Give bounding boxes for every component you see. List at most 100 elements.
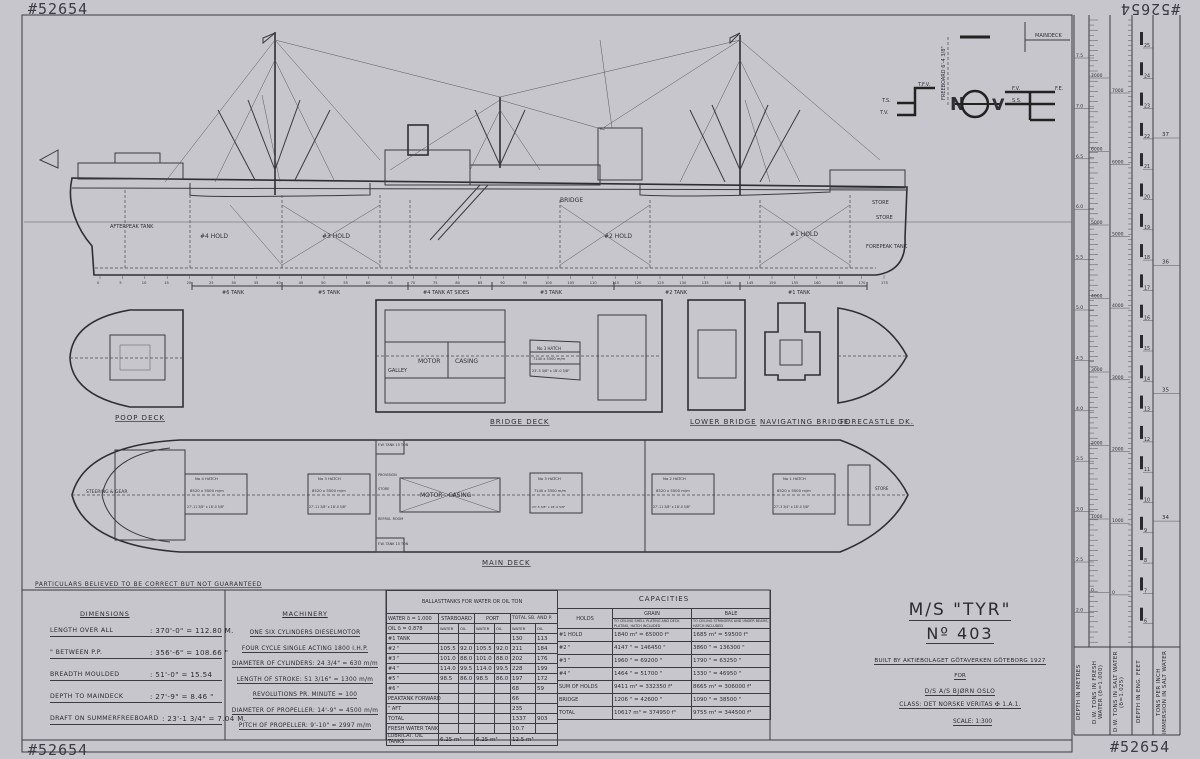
table-cell: 99.5: [458, 663, 475, 674]
drawing-number-bottom-left: #52654: [28, 741, 89, 759]
frame-number: 155: [791, 281, 798, 285]
table-cell: [494, 633, 511, 644]
table-cell: #2 ": [557, 641, 613, 655]
table-cell: OIL: [534, 623, 559, 634]
frame-number: 25: [209, 281, 214, 285]
dw_salt-tick-label: 7000: [1112, 88, 1124, 94]
table-cell: #1 HOLD: [557, 628, 613, 642]
frame-number: 90: [500, 281, 505, 285]
table-cell: FRESH WATER TANK: [386, 723, 439, 734]
table-cell: 105.5: [474, 643, 495, 654]
tfv-label: T.F.V.: [917, 82, 930, 88]
builder-line: BUILT BY AKTIEBOLAGET GÖTAVERKEN GÖTEBOR…: [850, 658, 1070, 665]
dimension-label: BREADTH MOULDED: [50, 671, 120, 678]
salt-dw-scale-label: D.W. TONS IN SALT WATER (δ=1.025): [1113, 651, 1125, 733]
table-cell: 1840 m³ = 65000 f³: [612, 628, 692, 642]
frame-number: 80: [455, 281, 460, 285]
frame-number: 140: [724, 281, 732, 285]
draft-scales: 7.57.06.56.05.55.04.54.03.53.02.52.07000…: [1073, 15, 1181, 736]
table-cell: 68: [510, 683, 536, 694]
table-cell: PEAKTANK FORWARD: [386, 693, 441, 704]
table-cell: 235: [510, 703, 536, 714]
table-row: #3 "1960 " = 69200 "1790 " = 63250 ": [557, 654, 772, 668]
frame-number: 65: [388, 281, 393, 285]
table-cell: PORT: [474, 613, 511, 624]
dimension-row: BREADTH MOULDED : 51'-0" = 15.54: [50, 671, 222, 681]
table-cell: [474, 713, 495, 724]
table-cell: 1960 " = 69200 ": [612, 654, 692, 668]
hatch-size-mm: 8520 x 5500 m/m: [312, 488, 346, 493]
machinery-text: LENGTH OF STROKE: 51 3/16" = 1300 m/m: [236, 676, 374, 684]
table-cell: 66: [510, 693, 536, 704]
profile-elevation: AFTERPEAK TANK #4 HOLD #3 HOLD BRIDGE #2…: [38, 32, 908, 296]
fv-label: F.V.: [1012, 86, 1020, 92]
table-cell: WATER: [510, 623, 536, 634]
hatch-size-mm: 8520 x 5500 m/m: [777, 488, 811, 493]
table-cell: [474, 633, 495, 644]
for-text: FOR: [954, 673, 966, 680]
dimension-value: : 51'-0" = 15.54: [150, 671, 213, 679]
table-cell: 197: [510, 673, 536, 684]
dimensions-title: DIMENSIONS: [80, 610, 130, 618]
dw_salt-tick-label: 3000: [1112, 375, 1124, 381]
frame-number: 130: [679, 281, 687, 285]
table-cell: 1330 " = 46950 ": [690, 667, 772, 681]
motor-label: MOTOR: [418, 358, 440, 365]
metres-scale-label: DEPTH IN METRES: [1076, 664, 1082, 720]
table-cell: [458, 713, 475, 724]
frame-number: 85: [478, 281, 483, 285]
tv-label: T.V.: [879, 110, 889, 116]
dw_salt-tick-label: 0: [1112, 590, 1115, 596]
dw_salt-tick-label: 5000: [1112, 231, 1124, 237]
scale-text: SCALE: 1:300: [953, 719, 993, 726]
dimension-value: : 23'-1 3/4" = 7.04 M.: [162, 715, 247, 723]
yard-number: Nº 403: [926, 624, 994, 644]
feet-tick-label: 23: [1144, 104, 1150, 110]
ship-name-title: M/S "TYR": [850, 600, 1070, 621]
frame-number: 5: [119, 281, 121, 285]
frame-number: 165: [836, 281, 843, 285]
navigating-bridge-plan: NAVIGATING BRIDGE: [760, 302, 848, 426]
fw-tank-label: F.W. TANK 15 TON: [378, 443, 409, 447]
owner-text: D/S A/S BJØRN OSLO: [924, 688, 996, 696]
fe-label: F.E.: [1055, 86, 1064, 92]
table-row: #4 "1464 " = 51700 "1330 " = 46950 ": [557, 667, 772, 681]
table-cell: 1206 " = 42600 ": [612, 693, 692, 707]
machinery-line: DIAMETER OF PROPELLER: 14'-9" = 4500 m/m: [230, 707, 380, 715]
lower-bridge-label: LOWER BRIDGE: [690, 418, 757, 426]
metres-tick-label: 7.5: [1076, 53, 1083, 59]
table-cell: 98.5: [474, 673, 495, 684]
table-cell: [494, 713, 511, 724]
table-cell: 10617 m³ = 374950 f³: [612, 706, 692, 720]
bridge-deck-plan: MOTOR CASING GALLEY No 3 HATCH 7140 x 55…: [375, 299, 663, 426]
hatch-size-mm: 7140 x 5500 m/m: [534, 489, 567, 493]
main-deck-plan: STEERING & GEAR No 4 HATCH 8520 x 5500 m…: [71, 439, 909, 567]
tpi-scale-label: TONS PER INCH IMMERSION IN SALT WATER: [1156, 650, 1168, 734]
drawing-number-bottom-right: #52654: [1110, 738, 1171, 756]
tank-label: #4 TANK AT SIDES: [423, 290, 469, 296]
table-cell: 228: [510, 663, 536, 674]
table-cell: SUM OF HOLDS: [557, 680, 613, 694]
frame-number: 95: [523, 281, 528, 285]
feet-scale-label: DEPTH IN ENG. FEET: [1136, 660, 1142, 724]
table-cell: [438, 723, 459, 734]
feet-tick-label: 9: [1144, 528, 1147, 534]
table-cell: #3 ": [557, 654, 613, 668]
metres-tick-label: 5.0: [1076, 305, 1083, 311]
machinery-line: PITCH OF PROPELLER: 9'-10" = 2997 m/m: [230, 723, 380, 730]
ts-label: T.S.: [881, 98, 891, 104]
bale-note: TO CEILING STRINGERS AND UNDER BEAMS, HA…: [690, 618, 772, 629]
table-cell: [494, 723, 511, 734]
hatch-size-ft: 27'-11 3/8" x 18'-0 5/8": [653, 505, 691, 509]
for-line: FOR: [850, 673, 1070, 680]
dimension-label: DRAFT ON SUMMERFREEBOARD: [50, 715, 159, 722]
feet-tick-label: 24: [1144, 73, 1150, 79]
bridge-deck-label: BRIDGE DECK: [490, 418, 549, 426]
dimension-label: " BETWEEN P.P.: [50, 649, 103, 656]
